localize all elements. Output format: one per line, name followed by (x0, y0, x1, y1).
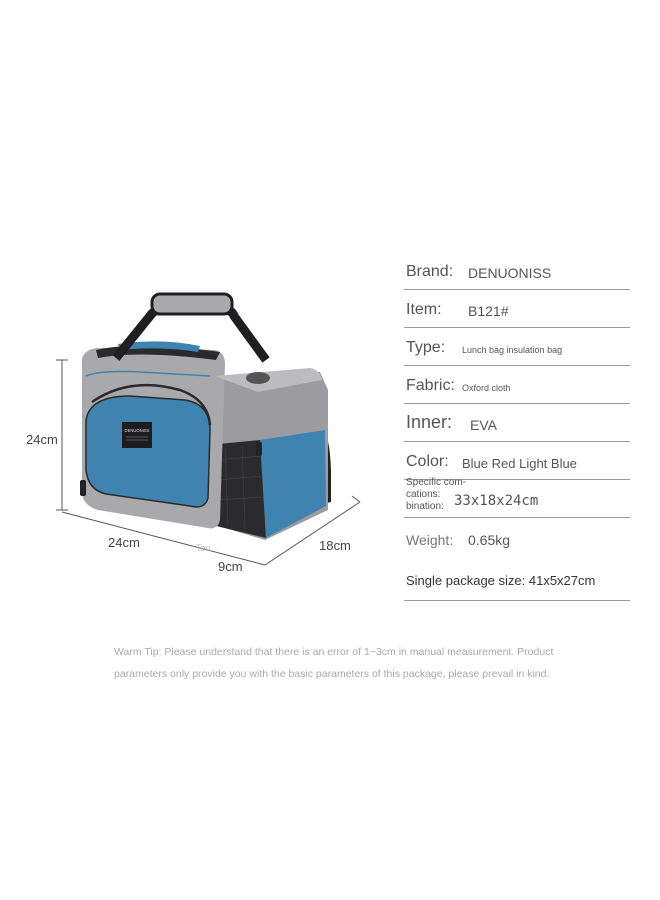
spec-row-brand: Brand: DENUONISS (404, 252, 630, 290)
spec-key: Brand: (406, 263, 454, 280)
spec-package-size: Single package size: 41x5x27cm (406, 573, 596, 588)
spec-key: Inner: (406, 412, 453, 432)
bag-logo-patch (122, 422, 152, 448)
spec-value: 33x18x24cm (454, 493, 539, 509)
spec-value: EVA (470, 417, 497, 433)
spec-value: B121# (468, 303, 509, 319)
bag-illustration: DENUONISS (20, 280, 380, 580)
dimension-width-label: 24cm (108, 535, 140, 550)
spec-value: Lunch bag insulation bag (462, 345, 563, 355)
spec-row-weight: Weight: 0.65kg (404, 518, 630, 556)
bag-logo-text: DENUONISS (125, 428, 150, 433)
dimension-faint-mark: Ten (196, 543, 211, 553)
spec-value: Blue Red Light Blue (462, 456, 577, 471)
spec-value: 0.65kg (468, 532, 511, 548)
dimension-height-label: 24cm (26, 432, 58, 447)
spec-key: Specific com- cations: bination: (406, 477, 467, 512)
dimension-bottom-label: 9cm (218, 559, 243, 574)
spec-key: Fabric: (406, 377, 455, 394)
spec-row-item: Item: B121# (404, 290, 630, 328)
spec-row-inner: Inner: EVA (404, 404, 630, 442)
spec-row-type: Type: Lunch bag insulation bag (404, 328, 630, 366)
spec-key: Type: (406, 339, 446, 356)
spec-list: Brand: DENUONISS Item: B121# Type: Lunch… (404, 252, 630, 601)
spec-key: Color: (406, 453, 449, 470)
spec-row-specification: Specific com- cations: bination: 33x18x2… (404, 477, 630, 518)
spec-value: Oxford cloth (462, 383, 511, 393)
spec-row-color: Color: Blue Red Light Blue (404, 442, 630, 480)
dimension-lines (56, 359, 361, 566)
spec-row-fabric: Fabric: Oxford cloth (404, 366, 630, 404)
spec-value: DENUONISS (468, 265, 552, 281)
spec-key: Item: (406, 301, 442, 318)
spec-key: Weight: (406, 532, 454, 548)
spec-divider (404, 600, 630, 601)
warm-tip-text: Warm Tip: Please understand that there i… (114, 646, 554, 680)
dimension-depth-label: 18cm (319, 538, 351, 553)
spec-row-package: Single package size: 41x5x27cm (404, 556, 630, 600)
